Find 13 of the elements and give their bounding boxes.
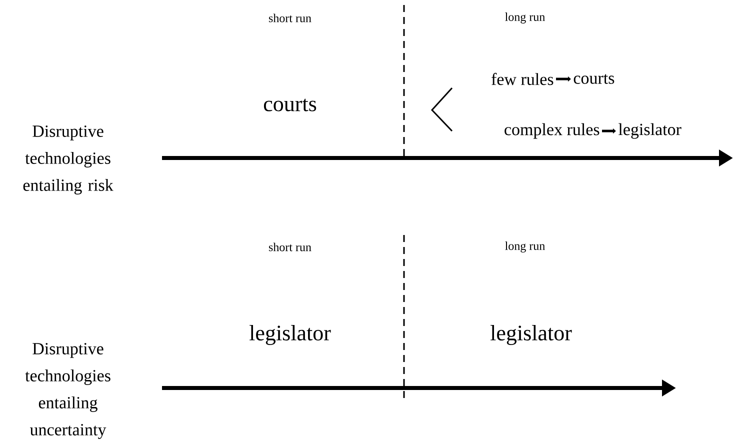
text-label: legislator	[618, 123, 682, 139]
text-label: complex rules	[504, 123, 600, 139]
heading: long run	[505, 12, 545, 24]
text-label: few rules	[492, 72, 554, 86]
text-label: courts	[574, 74, 614, 84]
side-label: Disruptive technologies entailing uncertainty	[25, 343, 110, 439]
side-label: Disruptive technologies entailing risk	[23, 126, 114, 194]
heading: short run	[269, 14, 312, 22]
heading: long run	[505, 242, 545, 252]
heading: short run	[269, 242, 312, 252]
text-label: legislator	[250, 324, 331, 345]
text-label: legislator	[490, 324, 572, 345]
text-label: courts	[264, 98, 316, 112]
